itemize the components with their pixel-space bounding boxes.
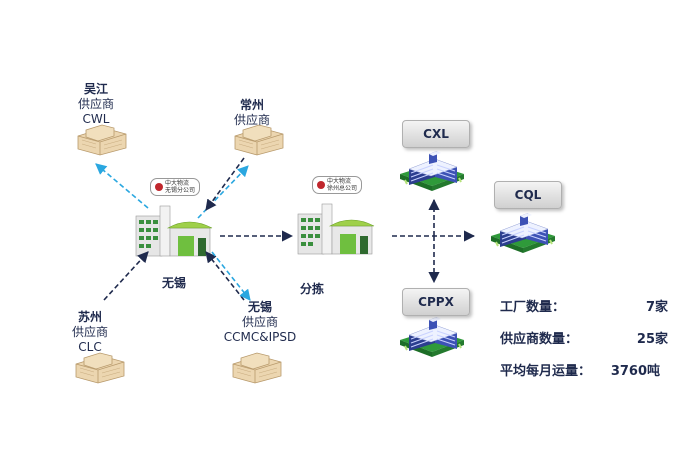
crate-suzhou — [75, 352, 125, 384]
supplier-code: CWL — [82, 112, 110, 126]
badge-branch: 徐州总公司 — [327, 185, 358, 192]
badge-company: 中大物流 — [327, 178, 352, 185]
logo-icon — [317, 181, 325, 189]
badge-branch: 无锡分公司 — [165, 187, 196, 194]
factory-tag-cxl: CXL — [402, 120, 470, 148]
logo-icon — [155, 183, 163, 191]
stat-key: 工厂数量： — [500, 300, 566, 315]
factory-tag-cppx: CPPX — [402, 288, 470, 316]
arrow-wuxi-to-changzhou — [197, 165, 249, 219]
supplier-label-wujiang: 吴江 供应商 CWL — [66, 82, 126, 127]
supplier-city: 无锡 — [247, 300, 272, 314]
arrow-changzhou-to-wuxi — [205, 157, 245, 211]
factory-building-cxl — [399, 150, 465, 192]
supplier-type: 供应商 — [241, 315, 278, 329]
factory-tag-cql: CQL — [494, 181, 562, 209]
factory-building-cppx — [399, 316, 465, 358]
arrow-wuxi-to-wuxi-supplier — [211, 251, 251, 301]
hub-building-wuxi — [135, 205, 213, 257]
stat-key: 供应商数量： — [500, 332, 579, 347]
supplier-label-wuxi: 无锡 供应商 CCMC&IPSD — [212, 300, 308, 345]
supplier-city: 常州 — [239, 98, 264, 112]
supplier-city: 吴江 — [83, 82, 108, 96]
arrow-wuxi-to-wujiang — [95, 163, 149, 209]
arrow-suzhou-to-wuxi — [103, 251, 149, 301]
stat-key: 平均每月运量： — [500, 364, 592, 379]
crate-wujiang — [77, 124, 127, 156]
supplier-type: 供应商 — [71, 325, 108, 339]
crate-wuxi-supplier — [232, 352, 282, 384]
hub-label-wuxi: 无锡 — [162, 276, 187, 290]
supplier-code: CLC — [78, 340, 102, 354]
stat-value: 7家 — [645, 300, 668, 315]
stat-value: 3760吨 — [610, 364, 660, 379]
supplier-label-suzhou: 苏州 供应商 CLC — [60, 310, 120, 355]
arrow-wuxi-supplier-to-wuxi — [205, 251, 245, 301]
stat-row-volume: 平均每月运量： 3760吨 — [500, 362, 668, 394]
stat-value: 25家 — [636, 332, 668, 347]
supplier-type: 供应商 — [233, 113, 270, 127]
factory-building-cql — [490, 212, 556, 254]
supplier-city: 苏州 — [77, 310, 102, 324]
supplier-code: CCMC&IPSD — [223, 330, 297, 344]
hub-badge-sort: 中大物流徐州总公司 — [312, 176, 363, 194]
stat-row-factories: 工厂数量： 7家 — [500, 298, 668, 330]
crate-changzhou — [234, 124, 284, 156]
stats-panel: 工厂数量： 7家 供应商数量： 25家 平均每月运量： 3760吨 — [500, 298, 668, 394]
hub-badge-wuxi: 中大物流无锡分公司 — [150, 178, 201, 196]
hub-building-sort — [297, 203, 375, 255]
supplier-label-changzhou: 常州 供应商 — [222, 98, 282, 128]
badge-company: 中大物流 — [165, 180, 190, 187]
hub-label-sort: 分拣 — [300, 282, 325, 296]
supplier-type: 供应商 — [77, 97, 114, 111]
stat-row-suppliers: 供应商数量： 25家 — [500, 330, 668, 362]
